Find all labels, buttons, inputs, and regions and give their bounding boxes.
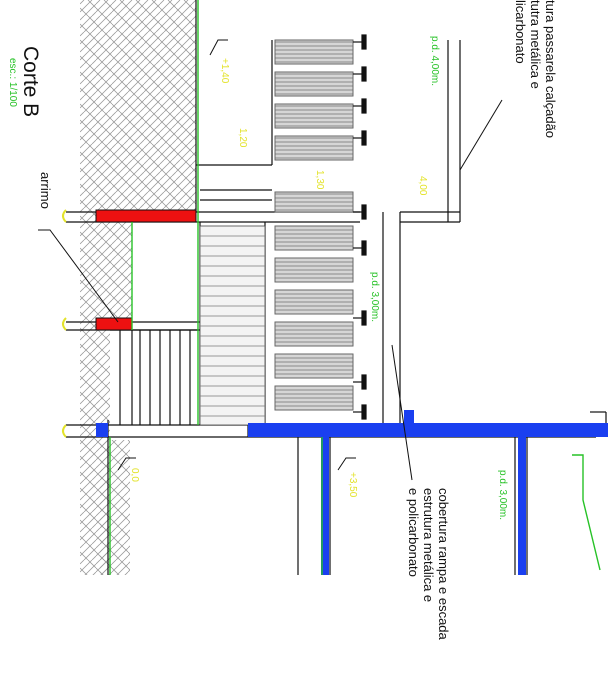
- level-pd-300b: p.d. 3,00m.: [497, 470, 508, 521]
- calcadao-roof-label-2: tutra metálica e: [528, 0, 543, 89]
- dim-350: +3,50: [347, 472, 358, 498]
- yellow-anchors: [62, 209, 67, 438]
- calcadao-roof-label-1: tura passarela calçadão: [543, 0, 558, 139]
- dim-120: 1,20: [237, 128, 248, 148]
- scale-label: esc.: 1/100: [7, 58, 18, 107]
- ramp: [199, 225, 266, 426]
- dim-130: 1,30: [314, 170, 325, 190]
- calcadao-roof-label-3: licarbonato: [513, 0, 528, 64]
- soil-hatch: [80, 0, 196, 575]
- railing-panels-upper: [274, 39, 354, 161]
- level-pd-300: p.d. 3,00m.: [369, 272, 380, 323]
- handrail-posts: [353, 34, 367, 420]
- section-title: Corte B: [19, 46, 42, 118]
- arrimo-label: arrimo: [38, 172, 53, 209]
- level-pd-400: p.d. 4,00m.: [429, 36, 440, 87]
- dim-400: 4,00: [417, 176, 428, 196]
- ramp-roof-label-3: e policarbonato: [406, 488, 421, 577]
- railing-panels-ramp: [274, 191, 354, 411]
- ramp-roof-label-2: estrutura metálica e: [421, 488, 436, 603]
- red-beams: [95, 209, 197, 331]
- green-lines: [109, 0, 601, 575]
- dim-000: 0,0: [129, 468, 140, 482]
- ramp-roof-label-1: cobertura rampa e escada: [436, 488, 451, 640]
- leader-lines: [38, 39, 503, 481]
- blue-slab: [96, 410, 608, 575]
- dim-140: +1,40: [219, 58, 230, 84]
